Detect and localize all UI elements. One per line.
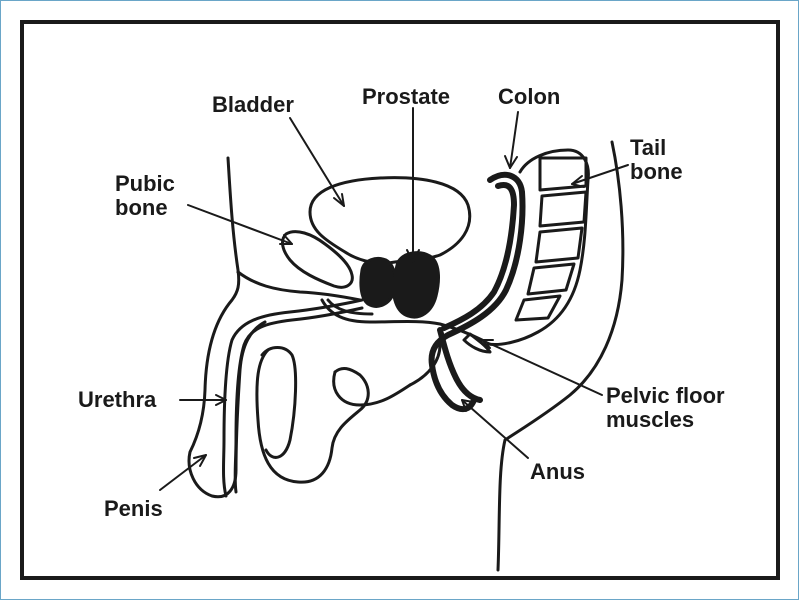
pelvic-floor-label: Pelvic floor muscles: [606, 384, 725, 432]
bladder-leader: [290, 118, 344, 206]
urethra-label: Urethra: [78, 389, 156, 411]
perineum-outline: [334, 372, 410, 405]
pubic-bone-label: Pubic bone: [115, 172, 175, 220]
colon-label: Colon: [498, 86, 560, 108]
pelvic-floor-label-line2: muscles: [606, 408, 725, 432]
colon-inner: [444, 185, 514, 328]
bladder-label: Bladder: [212, 94, 294, 116]
testis-outline: [262, 348, 296, 458]
rectum-line-a: [440, 330, 480, 400]
pelvic-floor-label-line1: Pelvic floor: [606, 384, 725, 408]
vertebra-4: [528, 264, 574, 294]
tail-bone-label-line1: Tail: [630, 136, 683, 160]
prostate-label: Prostate: [362, 86, 450, 108]
prostate-left-lobe: [361, 258, 395, 306]
vertebra-2: [540, 192, 586, 226]
pubic-bone-label-line2: bone: [115, 196, 175, 220]
scrotum-outline: [257, 350, 368, 482]
tail-bone-label-line2: bone: [630, 160, 683, 184]
colon-leader: [510, 112, 518, 168]
vertebra-3: [536, 228, 582, 262]
colon-outer: [432, 175, 523, 409]
pubic-bone-outline: [283, 232, 353, 288]
penis-label: Penis: [104, 498, 163, 520]
bladder-leader-head: [334, 194, 344, 206]
anus-leader: [462, 400, 528, 458]
vertebra-5: [516, 296, 560, 320]
pubic-bone-leader: [188, 205, 292, 244]
pelvic-floor-leader: [482, 340, 602, 395]
prostate-main: [394, 253, 439, 317]
pubic-bone-label-line1: Pubic: [115, 172, 175, 196]
tail-bone-label: Tail bone: [630, 136, 683, 184]
anus-label: Anus: [530, 461, 585, 483]
penis-leader: [160, 455, 206, 490]
